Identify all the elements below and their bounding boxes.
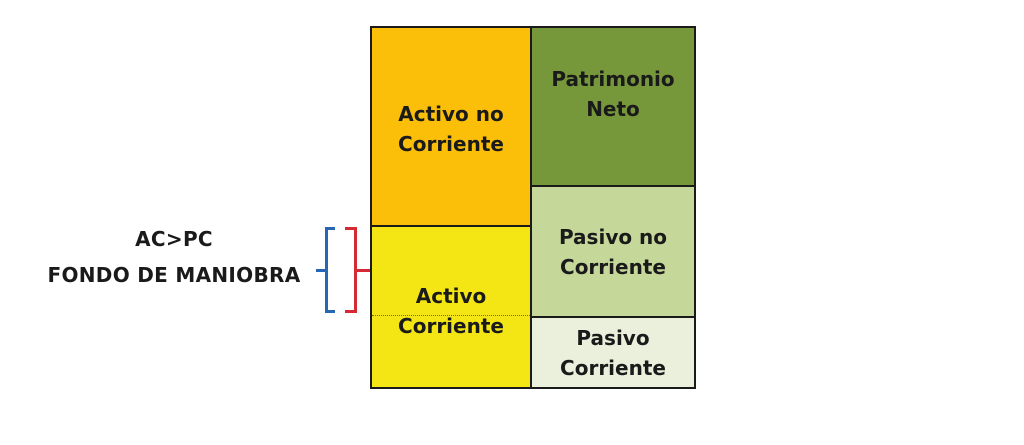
red-bracket: [345, 227, 357, 313]
pasivo-no-corriente-label: Pasivo no Corriente: [558, 224, 668, 279]
activo-no-corriente-block: Activo no Corriente: [370, 26, 532, 227]
blue-bracket-tick: [316, 269, 326, 272]
ac-gt-pc-label: AC>PC: [135, 227, 213, 251]
pasivo-corriente-level-line: [372, 315, 530, 316]
patrimonio-neto-block: Patrimonio Neto: [530, 26, 696, 187]
activo-corriente-block: Activo Corriente: [370, 225, 532, 389]
activo-corriente-label: Activo Corriente: [398, 284, 504, 338]
activo-no-corriente-label: Activo no Corriente: [398, 101, 504, 156]
fondo-de-maniobra-label: FONDO DE MANIOBRA: [47, 263, 301, 287]
blue-bracket: [325, 227, 335, 313]
pasivo-corriente-block: Pasivo Corriente: [530, 316, 696, 389]
patrimonio-neto-label: Patrimonio Neto: [551, 66, 675, 121]
pasivo-no-corriente-block: Pasivo no Corriente: [530, 185, 696, 318]
red-bracket-tick: [357, 269, 371, 272]
pasivo-corriente-label: Pasivo Corriente: [560, 325, 666, 380]
